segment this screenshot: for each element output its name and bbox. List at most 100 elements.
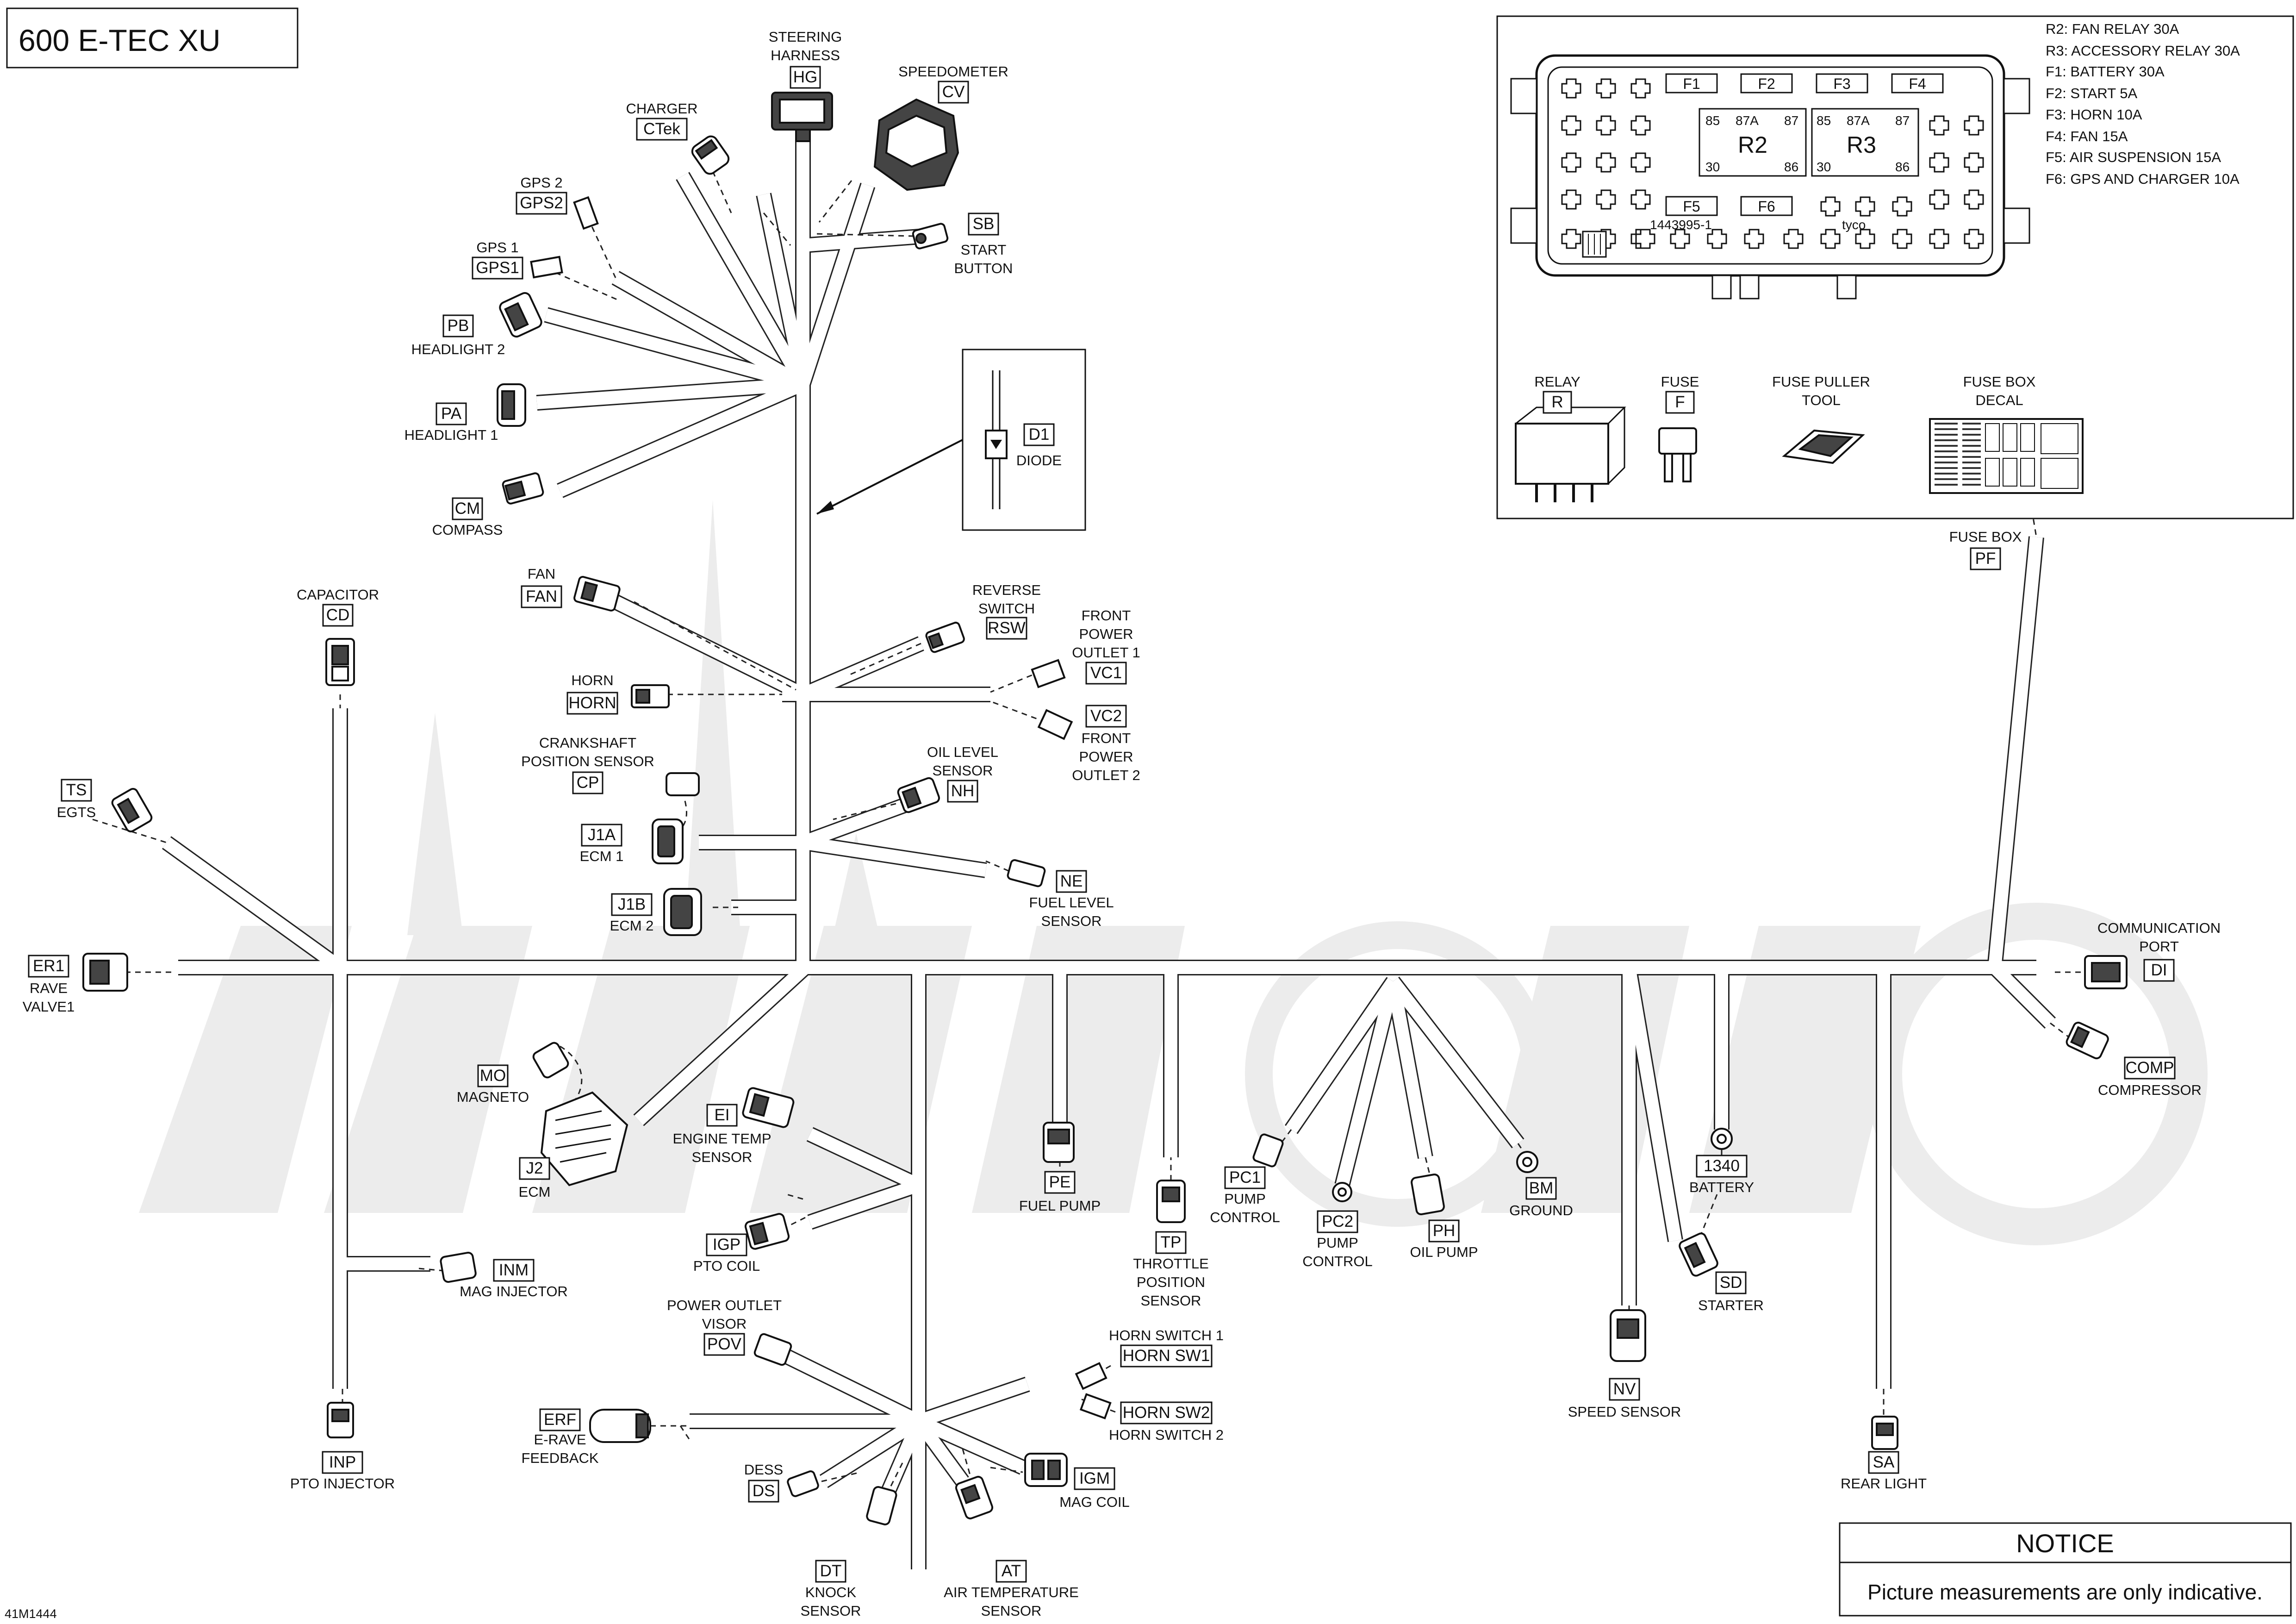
dt-connector-icon[interactable] — [866, 1486, 897, 1525]
tp-code: TP — [1161, 1233, 1182, 1251]
erf-connector-icon[interactable] — [589, 1409, 651, 1443]
hornsw2-connector-icon[interactable] — [1079, 1393, 1112, 1420]
rsw-connector-icon[interactable] — [925, 621, 965, 653]
pe-connector-icon[interactable] — [1043, 1122, 1075, 1163]
pc1-connector-icon[interactable] — [1252, 1133, 1284, 1168]
pc1-code-box — [1224, 1166, 1266, 1189]
fan-connector-icon[interactable] — [573, 576, 621, 612]
fuse-box-cavity — [1561, 78, 1581, 99]
figure-id: 41M1444 — [5, 1607, 57, 1621]
gps1-name: GPS 1 — [476, 239, 518, 256]
j1b-code: J1B — [618, 895, 646, 913]
horn-code: HORN — [568, 694, 616, 712]
sa-connector-icon[interactable] — [1871, 1416, 1898, 1450]
gps1-code: GPS1 — [476, 259, 519, 277]
ts-connector-icon[interactable] — [111, 787, 153, 833]
ds-name: DESS — [744, 1462, 783, 1478]
nh-connector-icon[interactable] — [897, 777, 940, 813]
inm-connector-icon[interactable] — [440, 1251, 477, 1283]
fuse-box-part-number: 1443995-1 — [1650, 218, 1712, 232]
inp-code-box — [322, 1451, 363, 1474]
ei-connector-icon[interactable] — [742, 1087, 795, 1128]
horn-connector-icon[interactable] — [631, 684, 670, 708]
ne-connector-icon[interactable] — [1007, 859, 1046, 887]
igm-connector-icon[interactable] — [1024, 1453, 1068, 1487]
fuse-box-cavity — [1892, 196, 1912, 217]
b1340-code-box — [1696, 1155, 1748, 1178]
gps2-code-box — [516, 192, 567, 215]
gps1-connector-icon[interactable] — [530, 256, 563, 279]
di-connector-icon[interactable] — [2084, 955, 2128, 989]
igp-code-box — [706, 1233, 747, 1256]
pc2-code: PC2 — [1322, 1212, 1353, 1230]
pc2-code-box — [1317, 1210, 1358, 1233]
cm-code-box — [452, 497, 483, 520]
vc2-connector-icon[interactable] — [1037, 709, 1073, 740]
hornsw1-connector-icon[interactable] — [1075, 1362, 1108, 1390]
mo-connector-icon[interactable] — [532, 1041, 570, 1079]
di-code: DI — [2151, 961, 2167, 979]
fan-code: FAN — [526, 587, 557, 606]
inp-connector-icon[interactable] — [327, 1402, 354, 1438]
ctek-connector-icon[interactable] — [690, 134, 731, 176]
ph-connector-icon[interactable] — [1411, 1173, 1445, 1216]
igp-connector-icon[interactable] — [744, 1213, 790, 1250]
pov-connector-icon[interactable] — [753, 1333, 792, 1366]
b1340-connector-icon[interactable] — [1711, 1128, 1733, 1150]
tp-connector-icon[interactable] — [1156, 1180, 1186, 1223]
bm-name: GROUND — [1509, 1202, 1573, 1218]
bm-code: BM — [1529, 1179, 1554, 1197]
cv-connector-icon[interactable] — [873, 98, 959, 191]
j2-connector-icon[interactable] — [540, 1091, 628, 1187]
at-connector-icon[interactable] — [955, 1475, 994, 1520]
nv-code: NV — [1613, 1380, 1636, 1398]
pc2-connector-icon[interactable] — [1332, 1182, 1352, 1202]
gps2-code: GPS2 — [520, 194, 563, 212]
pb-name: HEADLIGHT 2 — [411, 341, 505, 357]
pa-connector-icon[interactable] — [497, 383, 526, 427]
r2-name: R2 — [1738, 132, 1767, 158]
igp-name: PTO COIL — [693, 1258, 760, 1274]
j1b-connector-icon[interactable] — [663, 888, 702, 936]
vc1-connector-icon[interactable] — [1031, 659, 1066, 688]
cd-connector-icon[interactable] — [325, 638, 355, 686]
bm-connector-icon[interactable] — [1516, 1151, 1538, 1173]
sb-connector-icon[interactable] — [912, 223, 949, 250]
di-code-box — [2143, 959, 2175, 982]
ne-code: NE — [1060, 872, 1083, 890]
igm-code: IGM — [1079, 1469, 1110, 1487]
pa-name: HEADLIGHT 1 — [404, 427, 498, 443]
hg-connector-icon[interactable] — [771, 92, 833, 142]
cp-connector-icon[interactable] — [666, 772, 700, 796]
pb-connector-icon[interactable] — [498, 291, 543, 338]
comp-connector-icon[interactable] — [2065, 1021, 2109, 1060]
j1a-connector-icon[interactable] — [652, 818, 684, 864]
fuse-box-cavity — [1929, 152, 1949, 173]
nv-connector-icon[interactable] — [1610, 1309, 1646, 1362]
r2-pin-86: 86 — [1784, 160, 1798, 174]
relay-r3-block: 85 87A 87 R3 30 86 — [1811, 108, 1919, 177]
sd-connector-icon[interactable] — [1678, 1232, 1719, 1277]
cm-connector-icon[interactable] — [502, 472, 544, 505]
cd-name: CAPACITOR — [297, 587, 379, 603]
fuse-box-cavity — [1630, 78, 1651, 99]
fuse-box-cavity — [1820, 229, 1841, 249]
gps2-connector-icon[interactable] — [573, 196, 599, 230]
vc2-code-box — [1085, 705, 1127, 728]
er1-connector-icon[interactable] — [82, 953, 128, 992]
ds-connector-icon[interactable] — [787, 1470, 819, 1497]
